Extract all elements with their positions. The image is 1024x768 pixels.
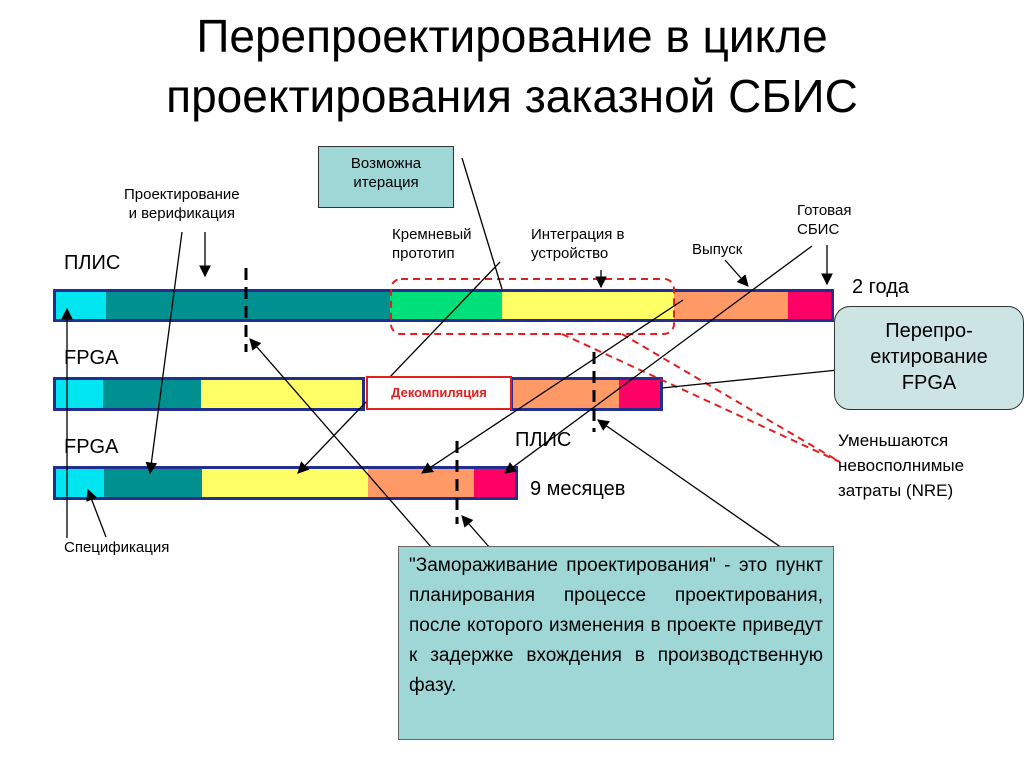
bar-bottom-design (104, 469, 202, 497)
bar-top-silicon (390, 292, 502, 319)
possible-iteration-line-2: итерация (353, 174, 419, 191)
label-nine-months: 9 месяцев (530, 478, 626, 500)
arrow-asic-bottom (504, 245, 813, 474)
possible-iteration-line-1: Возможна (350, 155, 422, 172)
redesign-fpga-box: Перепро- ектирование FPGA (834, 306, 1024, 410)
label-fpga-bottom: FPGA (64, 436, 119, 458)
label-nre-line-3: затраты (NRE) (838, 481, 954, 500)
timeline-bar-middle (53, 377, 663, 411)
label-plis-top: ПЛИС (64, 252, 121, 274)
label-ready-asic-line-2: СБИС (797, 221, 840, 238)
label-nre: Уменьшаются невосполнимые затраты (NRE) (838, 428, 964, 503)
timeline-bar-top (53, 289, 834, 322)
label-two-years: 2 года (852, 276, 910, 298)
arrow-freeze-mid (597, 419, 783, 549)
design-freeze-markers (244, 268, 596, 524)
title-line-1: Перепроектирование в цикле (196, 10, 828, 62)
arrow-silicon-bottom (297, 261, 501, 474)
label-silicon-prototype-line-2: прототип (392, 245, 455, 262)
possible-iteration-box: Возможна итерация (318, 146, 454, 208)
redesign-fpga-line-3: FPGA (901, 372, 957, 394)
arrow-design-verification-bottom (145, 231, 183, 475)
label-integration-line-2: устройство (531, 245, 609, 262)
title-line-2: проектирования заказной СБИС (166, 70, 858, 122)
label-silicon-prototype: Кремневый прототип (392, 225, 472, 263)
nre-dashed-line-2 (621, 333, 841, 463)
leader-arrows (61, 157, 839, 549)
label-nre-line-1: Уменьшаются (838, 431, 949, 450)
redesign-fpga-line-2: ектирование (870, 346, 988, 368)
arrow-release-top (724, 259, 749, 287)
arrow-integration-bottom (421, 299, 684, 474)
bar-bottom-integration (202, 469, 368, 497)
bar-mid-release (513, 380, 619, 408)
page-title: Перепроектирование в цикле проектировани… (0, 6, 1024, 126)
label-design-verification-line-2: и верификация (128, 205, 236, 222)
bar-top-done (788, 292, 831, 319)
label-plis-mid: ПЛИС (515, 429, 572, 451)
label-integration-line-1: Интеграция в (531, 226, 625, 243)
bar-bottom-spec (56, 469, 104, 497)
bar-top-spec (56, 292, 106, 319)
bar-mid-design (103, 380, 201, 408)
design-freeze-box: "Замораживание проектирования" - это пун… (398, 546, 834, 740)
bar-mid-done (619, 380, 660, 408)
arrow-spec-bottom (86, 488, 107, 538)
bar-mid-spec (56, 380, 103, 408)
label-specification: Спецификация (64, 539, 170, 556)
bar-bottom-done (474, 469, 515, 497)
leader-redesign-fpga (661, 369, 839, 389)
label-silicon-prototype-line-1: Кремневый (392, 226, 472, 243)
redesign-fpga-line-1: Перепро- (885, 320, 973, 342)
label-design-verification: Проектирование и верификация (124, 185, 240, 223)
iteration-region (390, 278, 841, 463)
label-fpga-mid: FPGA (64, 347, 119, 369)
label-release: Выпуск (692, 241, 743, 258)
timeline-bar-bottom (53, 466, 518, 500)
arrow-freeze-top (249, 338, 433, 549)
label-ready-asic: Готовая СБИС (797, 201, 851, 239)
nre-dashed-line-1 (561, 333, 841, 463)
label-nre-line-2: невосполнимые (838, 456, 965, 475)
bar-top-design (106, 292, 390, 319)
label-design-verification-line-1: Проектирование (124, 186, 240, 203)
bar-top-integration (502, 292, 674, 319)
decompilation-box: Декомпиляция (366, 376, 512, 410)
label-ready-asic-line-1: Готовая (797, 202, 852, 219)
bar-mid-integration (201, 380, 362, 408)
arrow-freeze-bottom (461, 515, 491, 549)
label-integration: Интеграция в устройство (531, 225, 625, 263)
leader-iteration (461, 157, 503, 290)
iteration-dashed-box (390, 278, 675, 335)
